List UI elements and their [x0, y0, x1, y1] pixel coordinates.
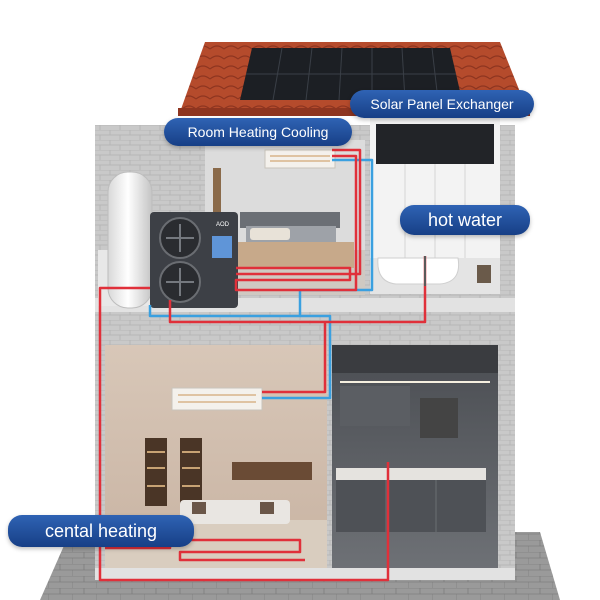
- ceiling-ac-unit-lower: [171, 387, 263, 411]
- label-central-heating: cental heating: [8, 515, 194, 547]
- label-hot-water: hot water: [400, 205, 530, 235]
- bathtub: [377, 257, 460, 285]
- label-room-heating-cooling: Room Heating Cooling: [164, 118, 352, 146]
- label-solar-panel-exchanger: Solar Panel Exchanger: [350, 90, 534, 118]
- ceiling-ac-unit-upper: [264, 149, 336, 169]
- heat-pump-brand: AOD: [216, 222, 230, 228]
- kitchen: [332, 345, 498, 570]
